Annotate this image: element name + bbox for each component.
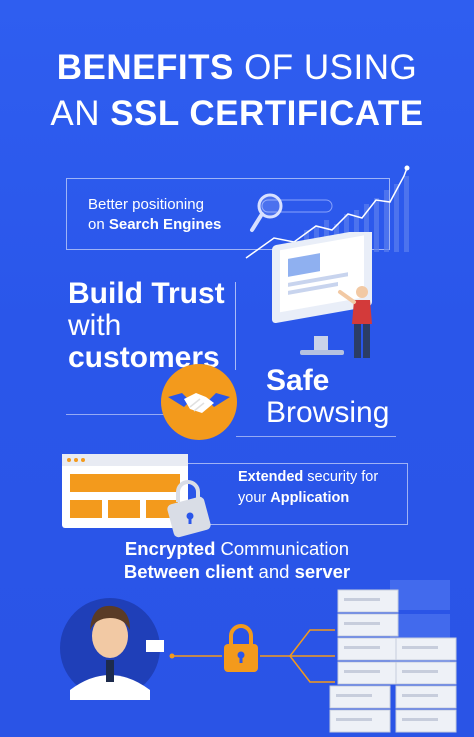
safe-browsing-text: Safe Browsing — [266, 365, 389, 429]
title-bold-1: BENEFITS — [56, 48, 234, 87]
app-security-line1-bold: Extended — [238, 469, 304, 485]
app-security-line2: your Application — [238, 488, 378, 509]
seo-line2-prefix: on — [88, 216, 105, 233]
encrypted-text: Encrypted Communication Between client a… — [0, 537, 474, 583]
encrypted-line2-bold2: server — [294, 561, 351, 582]
app-security-text: Extended security for your Application — [238, 467, 378, 509]
title-light-1: OF USING — [244, 48, 418, 87]
lock-icon — [224, 624, 258, 672]
seo-line1: Better positioning — [88, 196, 204, 213]
divider-left — [66, 414, 166, 415]
browser-window-icon — [62, 454, 211, 538]
monitor-icon — [272, 232, 372, 358]
app-security-line2-prefix: your — [238, 490, 267, 506]
app-security-line2-bold: Application — [270, 490, 350, 506]
server-icon — [329, 589, 457, 733]
page-title-line1: BENEFITS OF USING — [0, 48, 474, 88]
seo-line2: on Search Engines — [88, 215, 221, 235]
growth-chart-icon — [245, 165, 410, 259]
encrypted-line2: Between client and server — [0, 560, 474, 583]
seo-box — [66, 178, 390, 250]
trust-line2: with — [68, 309, 122, 342]
safe-line2: Browsing — [266, 396, 390, 429]
title-bold-2: SSL CERTIFICATE — [110, 94, 424, 133]
seo-text: Better positioning on Search Engines — [88, 195, 221, 235]
app-security-line1-rest: security for — [307, 469, 379, 485]
trust-line1: Build Trust — [68, 277, 225, 310]
trust-text: Build Trust with customers — [68, 278, 225, 374]
encrypted-line1: Encrypted Communication — [0, 537, 474, 560]
encrypted-line2-light: and — [258, 561, 290, 582]
divider-right — [236, 436, 396, 437]
divider-vertical — [235, 282, 236, 370]
encrypted-line2-bold1: Between client — [123, 561, 254, 582]
user-icon — [60, 598, 160, 700]
encrypted-line1-rest: Communication — [220, 538, 350, 559]
encrypted-line1-bold: Encrypted — [124, 538, 216, 559]
safe-line1: Safe — [266, 364, 330, 397]
page-title-line2: AN SSL CERTIFICATE — [0, 94, 474, 134]
title-light-2: AN — [50, 94, 100, 133]
seo-line2-bold: Search Engines — [108, 216, 222, 233]
app-security-line1: Extended security for — [238, 467, 378, 488]
handshake-icon — [161, 364, 237, 440]
encryption-illustration — [60, 580, 457, 733]
